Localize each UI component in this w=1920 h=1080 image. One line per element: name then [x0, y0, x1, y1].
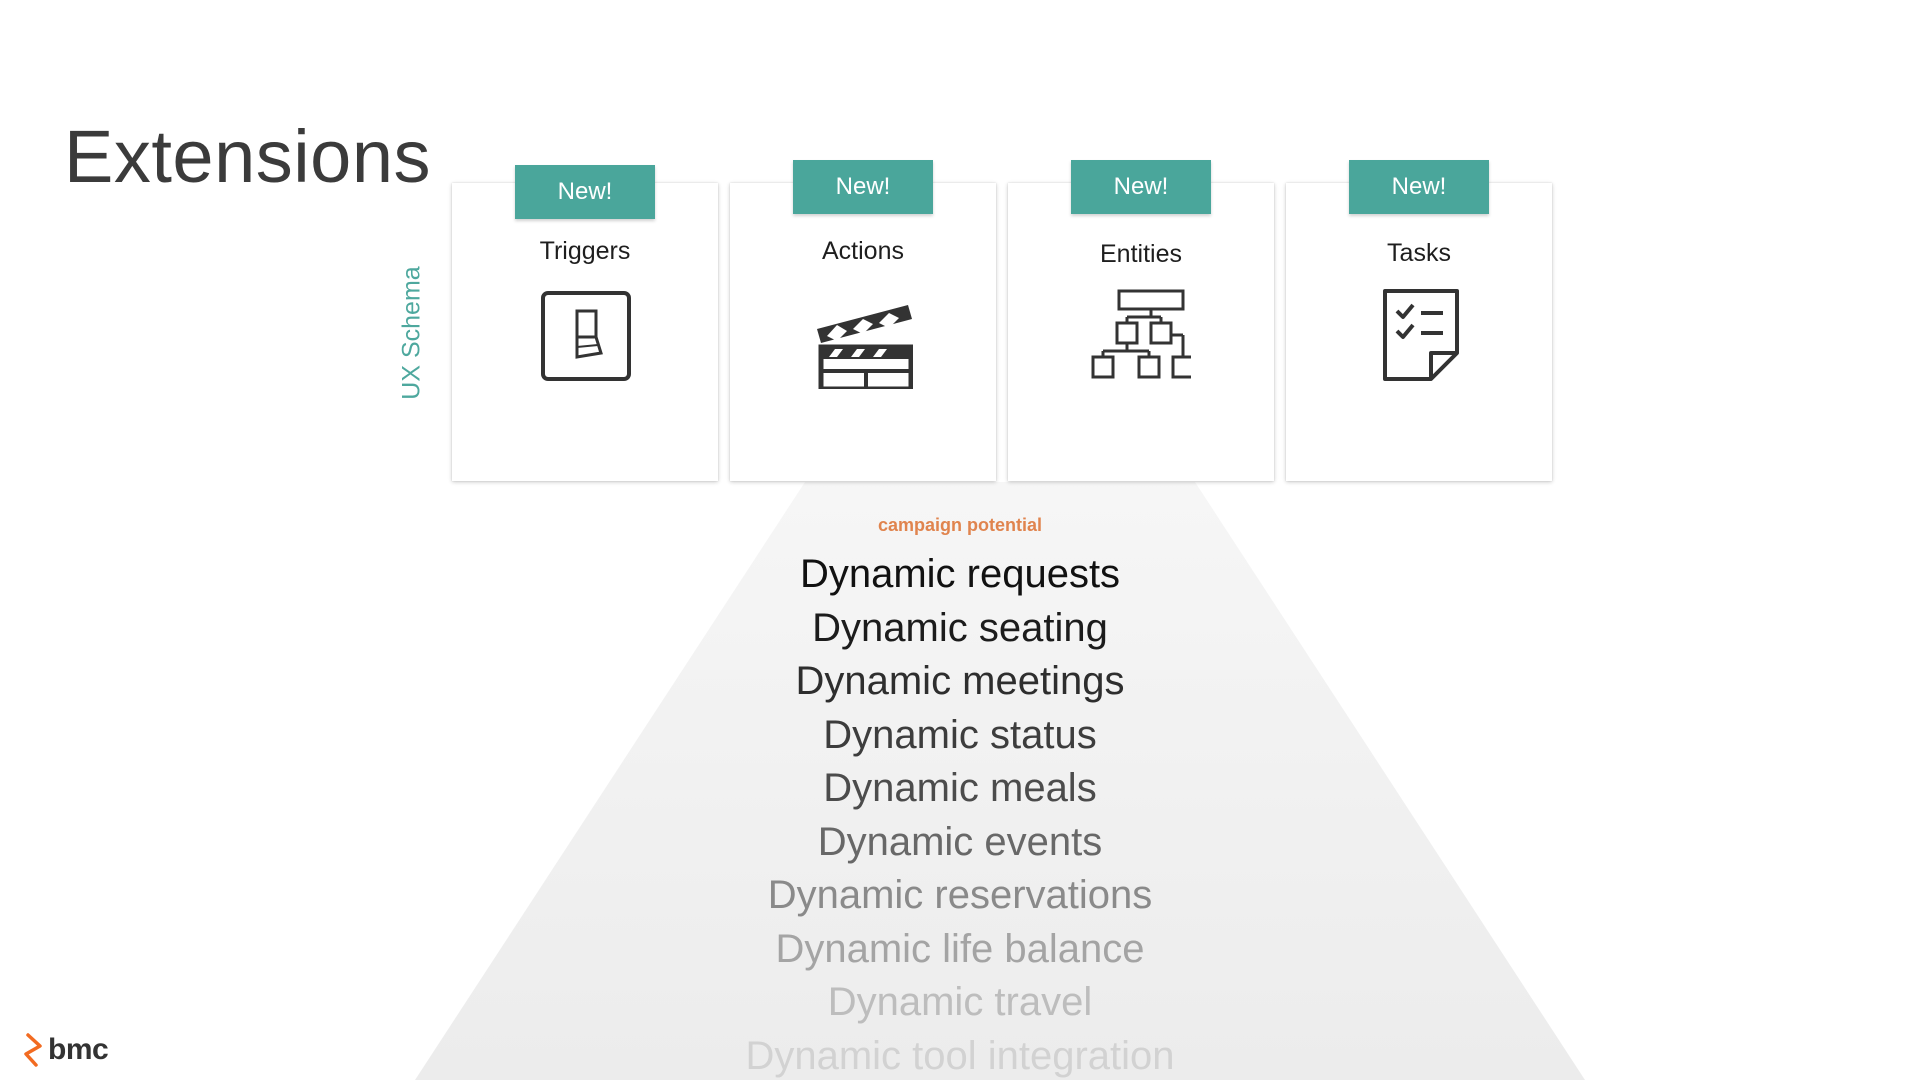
new-badge: New! [1071, 160, 1211, 214]
checklist-icon [1383, 289, 1459, 381]
switch-icon [541, 291, 631, 381]
side-label: UX Schema [397, 266, 426, 400]
card-entities: New! Entities [1008, 160, 1274, 481]
list-item: Dynamic travel [827, 980, 1093, 1024]
clapperboard-icon [817, 305, 913, 389]
card-label: Tasks [1387, 239, 1451, 267]
list-item: Dynamic reservations [767, 873, 1153, 917]
bmc-logo: bmc [22, 1030, 109, 1070]
list-item: Dynamic meals [823, 766, 1097, 810]
funnel-caption: campaign potential [877, 515, 1043, 535]
list-item: Dynamic life balance [775, 926, 1145, 971]
logo-text: bmc [48, 1033, 109, 1066]
card-label: Actions [822, 237, 904, 265]
new-badge: New! [515, 165, 655, 219]
hierarchy-icon [1091, 289, 1191, 379]
card-triggers: New! Triggers [452, 165, 718, 481]
card-label: Entities [1100, 240, 1182, 268]
card-label: Triggers [539, 237, 631, 265]
list-item: Dynamic seating [812, 605, 1108, 650]
list-item: Dynamic meetings [795, 659, 1125, 703]
bmc-logo-icon [24, 1033, 42, 1067]
list-item: Dynamic tool integration [745, 1033, 1175, 1078]
list-item: Dynamic status [823, 712, 1097, 757]
card-actions: New! Actions [730, 160, 996, 481]
list-item: Dynamic events [817, 819, 1103, 864]
funnel-list: Dynamic requests Dynamic seating Dynamic… [0, 548, 1920, 1080]
new-badge: New! [1349, 160, 1489, 214]
new-badge: New! [793, 160, 933, 214]
card-tasks: New! Tasks [1286, 160, 1552, 481]
page-title: Extensions [64, 114, 431, 198]
list-item: Dynamic requests [799, 552, 1121, 596]
